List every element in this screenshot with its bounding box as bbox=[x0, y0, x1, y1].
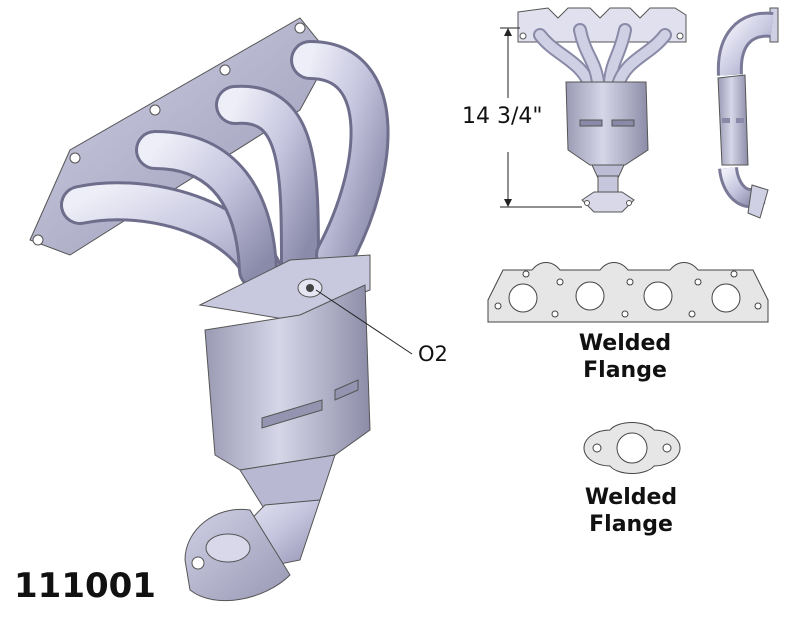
header-flange-label: Welded Flange bbox=[578, 331, 672, 383]
side-view-illustration bbox=[716, 7, 779, 219]
part-number: 111001 bbox=[14, 566, 156, 606]
o2-sensor-callout: O2 bbox=[418, 342, 448, 366]
outlet-flange-label: Welded Flange bbox=[584, 485, 678, 537]
header-flange-icon bbox=[487, 262, 769, 323]
o2-leader-line bbox=[315, 289, 413, 355]
height-dimension-label: 14 3/4" bbox=[462, 104, 543, 129]
front-view-illustration bbox=[500, 7, 687, 213]
outlet-flange-icon bbox=[583, 422, 681, 474]
exhaust-manifold-illustration bbox=[29, 17, 390, 602]
